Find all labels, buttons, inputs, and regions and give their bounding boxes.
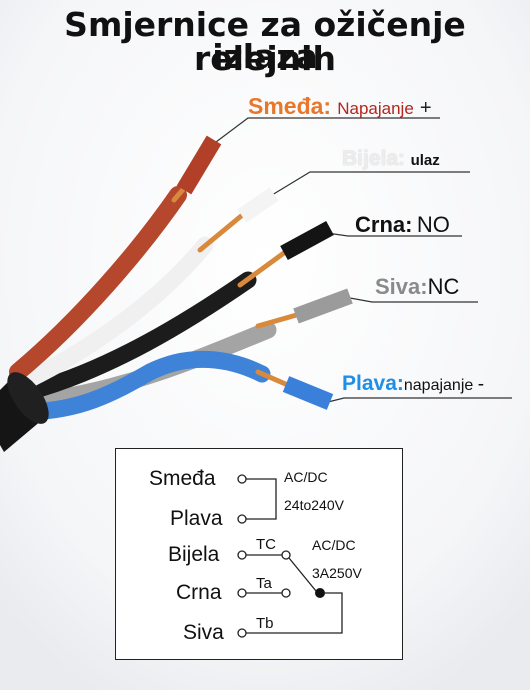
label-white-wire: Bijela: ulaz [342, 147, 440, 171]
power-spec-line1: AC/DC [284, 469, 328, 485]
leader-brown [211, 117, 440, 146]
label-black-wire: Crna: NO [355, 212, 450, 238]
common-contact [315, 588, 325, 598]
terminal-siva [237, 628, 247, 638]
terminal-ta [281, 588, 291, 598]
schematic-lines [237, 474, 343, 638]
label-blue-name: Plava: [342, 372, 404, 395]
tag-ta: Ta [256, 575, 272, 592]
page-title: Smjernice za ožičenje relejnih [64, 5, 466, 78]
schem-wire-crna: Crna [176, 581, 222, 604]
tag-tc: TC [256, 536, 276, 553]
schem-wire-plava: Plava [170, 507, 223, 530]
contact-spec-line2: 3A250V [312, 565, 362, 581]
contact-spec-line1: AC/DC [312, 537, 356, 553]
schem-wire-bijela: Bijela [168, 543, 220, 566]
label-gray-name: Siva: [375, 274, 428, 299]
terminal-bijela [237, 550, 247, 560]
relay-switch [288, 557, 317, 592]
blue-wire [21, 350, 334, 421]
power-bracket [246, 478, 277, 520]
label-brown-desc: Napajanje [337, 99, 414, 118]
label-blue-wire: Plava:napajanje - [342, 372, 484, 396]
leader-blue [327, 397, 512, 403]
tag-tb: Tb [256, 615, 274, 632]
label-brown-mark: + [419, 97, 432, 119]
brown-wire [9, 135, 222, 381]
label-black-desc: NO [416, 212, 450, 237]
cable-jacket [0, 372, 49, 452]
terminal-smeda [237, 474, 247, 484]
schem-wire-siva: Siva [183, 621, 224, 644]
terminal-plava [237, 514, 247, 524]
black-wire [19, 220, 334, 401]
leader-white [271, 171, 470, 196]
page-title-line2: izlaza [212, 37, 318, 76]
label-brown-wire: Smeđa: Napajanje + [248, 93, 432, 120]
white-wire [15, 187, 279, 391]
terminal-tc [281, 550, 291, 560]
label-brown-name: Smeđa: [248, 93, 332, 119]
label-blue-desc: napajanje [403, 377, 474, 394]
label-gray-desc: NC [427, 274, 460, 299]
power-spec-line2: 24to240V [284, 497, 344, 513]
label-gray-wire: Siva:NC [375, 274, 459, 300]
wiring-schematic: Smeđa Plava Bijela Crna Siva AC/DC 24to2… [115, 448, 403, 660]
label-blue-mark: - [477, 374, 485, 395]
terminal-crna [237, 588, 247, 598]
label-white-name: Bijela: [342, 147, 406, 170]
label-black-name: Crna: [355, 212, 413, 237]
leader-gray [349, 297, 478, 303]
schem-wire-smeda: Smeđa [149, 467, 216, 490]
label-white-desc: ulaz [410, 152, 440, 169]
